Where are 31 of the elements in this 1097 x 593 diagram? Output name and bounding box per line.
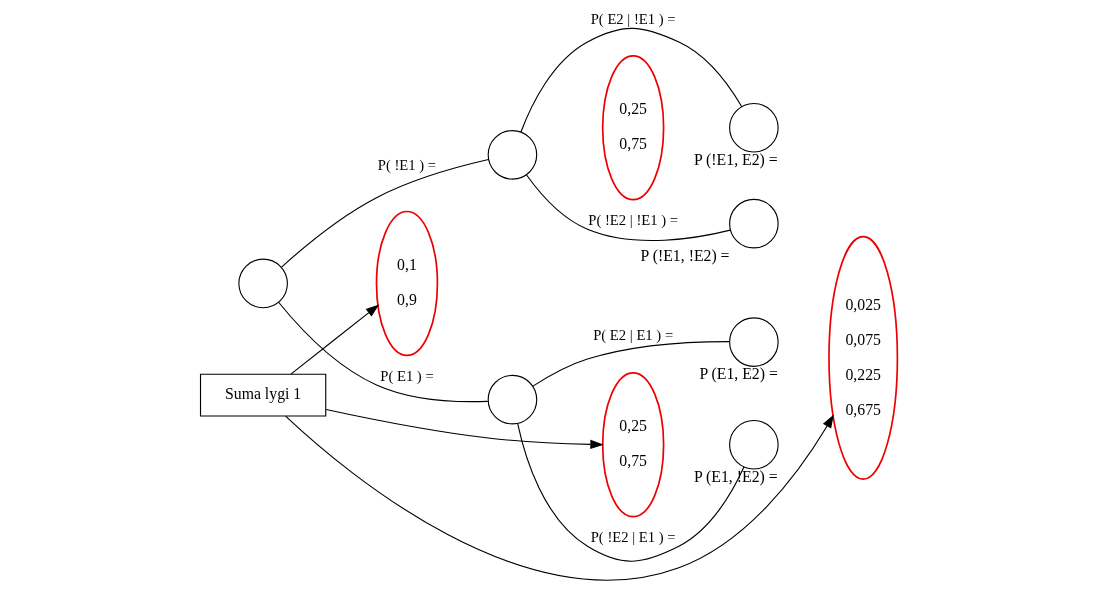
- edge-label: P( !E2 | !E1 ) =: [587, 212, 678, 229]
- node-box: Suma lygi 1: [199, 373, 326, 417]
- node-ellipse: 0,025 0,075 0,225 0,675: [827, 235, 898, 480]
- connector: [531, 341, 730, 387]
- node-label: P (!E1, !E2) =: [640, 246, 730, 264]
- node-label: P (!E1, E2) =: [693, 150, 778, 168]
- node-ellipse: 0,25 0,75: [601, 54, 664, 201]
- node-ellipse: 0,25 0,75: [601, 371, 664, 518]
- node-ellipse: 0,1 0,9: [375, 210, 438, 357]
- node-circle: [728, 419, 779, 470]
- edge-label: P( !E1 ) =: [377, 156, 436, 173]
- connector: [280, 159, 489, 268]
- edge-label: P( !E2 | E1 ) =: [590, 529, 676, 546]
- edge-label: P( E2 | E1 ) =: [592, 327, 673, 344]
- connector: [516, 423, 744, 562]
- node-label: P (E1, E2) =: [698, 365, 778, 382]
- arrow: [289, 304, 379, 375]
- node-label: P (E1, !E2) =: [693, 467, 778, 485]
- edge-label: P( E1 ) =: [379, 367, 434, 384]
- connector: [277, 301, 488, 403]
- edge-label: P( E2 | !E1 ) =: [590, 11, 676, 28]
- node-circle: [728, 198, 779, 249]
- connector: [519, 27, 742, 133]
- arrow: [284, 414, 834, 581]
- node-circle: [487, 130, 537, 180]
- arrow: [325, 408, 604, 450]
- node-circle: [487, 374, 537, 425]
- node-circle: [728, 102, 779, 153]
- node-circle: [237, 258, 288, 309]
- node-circle: [728, 317, 779, 367]
- connector: [525, 174, 731, 242]
